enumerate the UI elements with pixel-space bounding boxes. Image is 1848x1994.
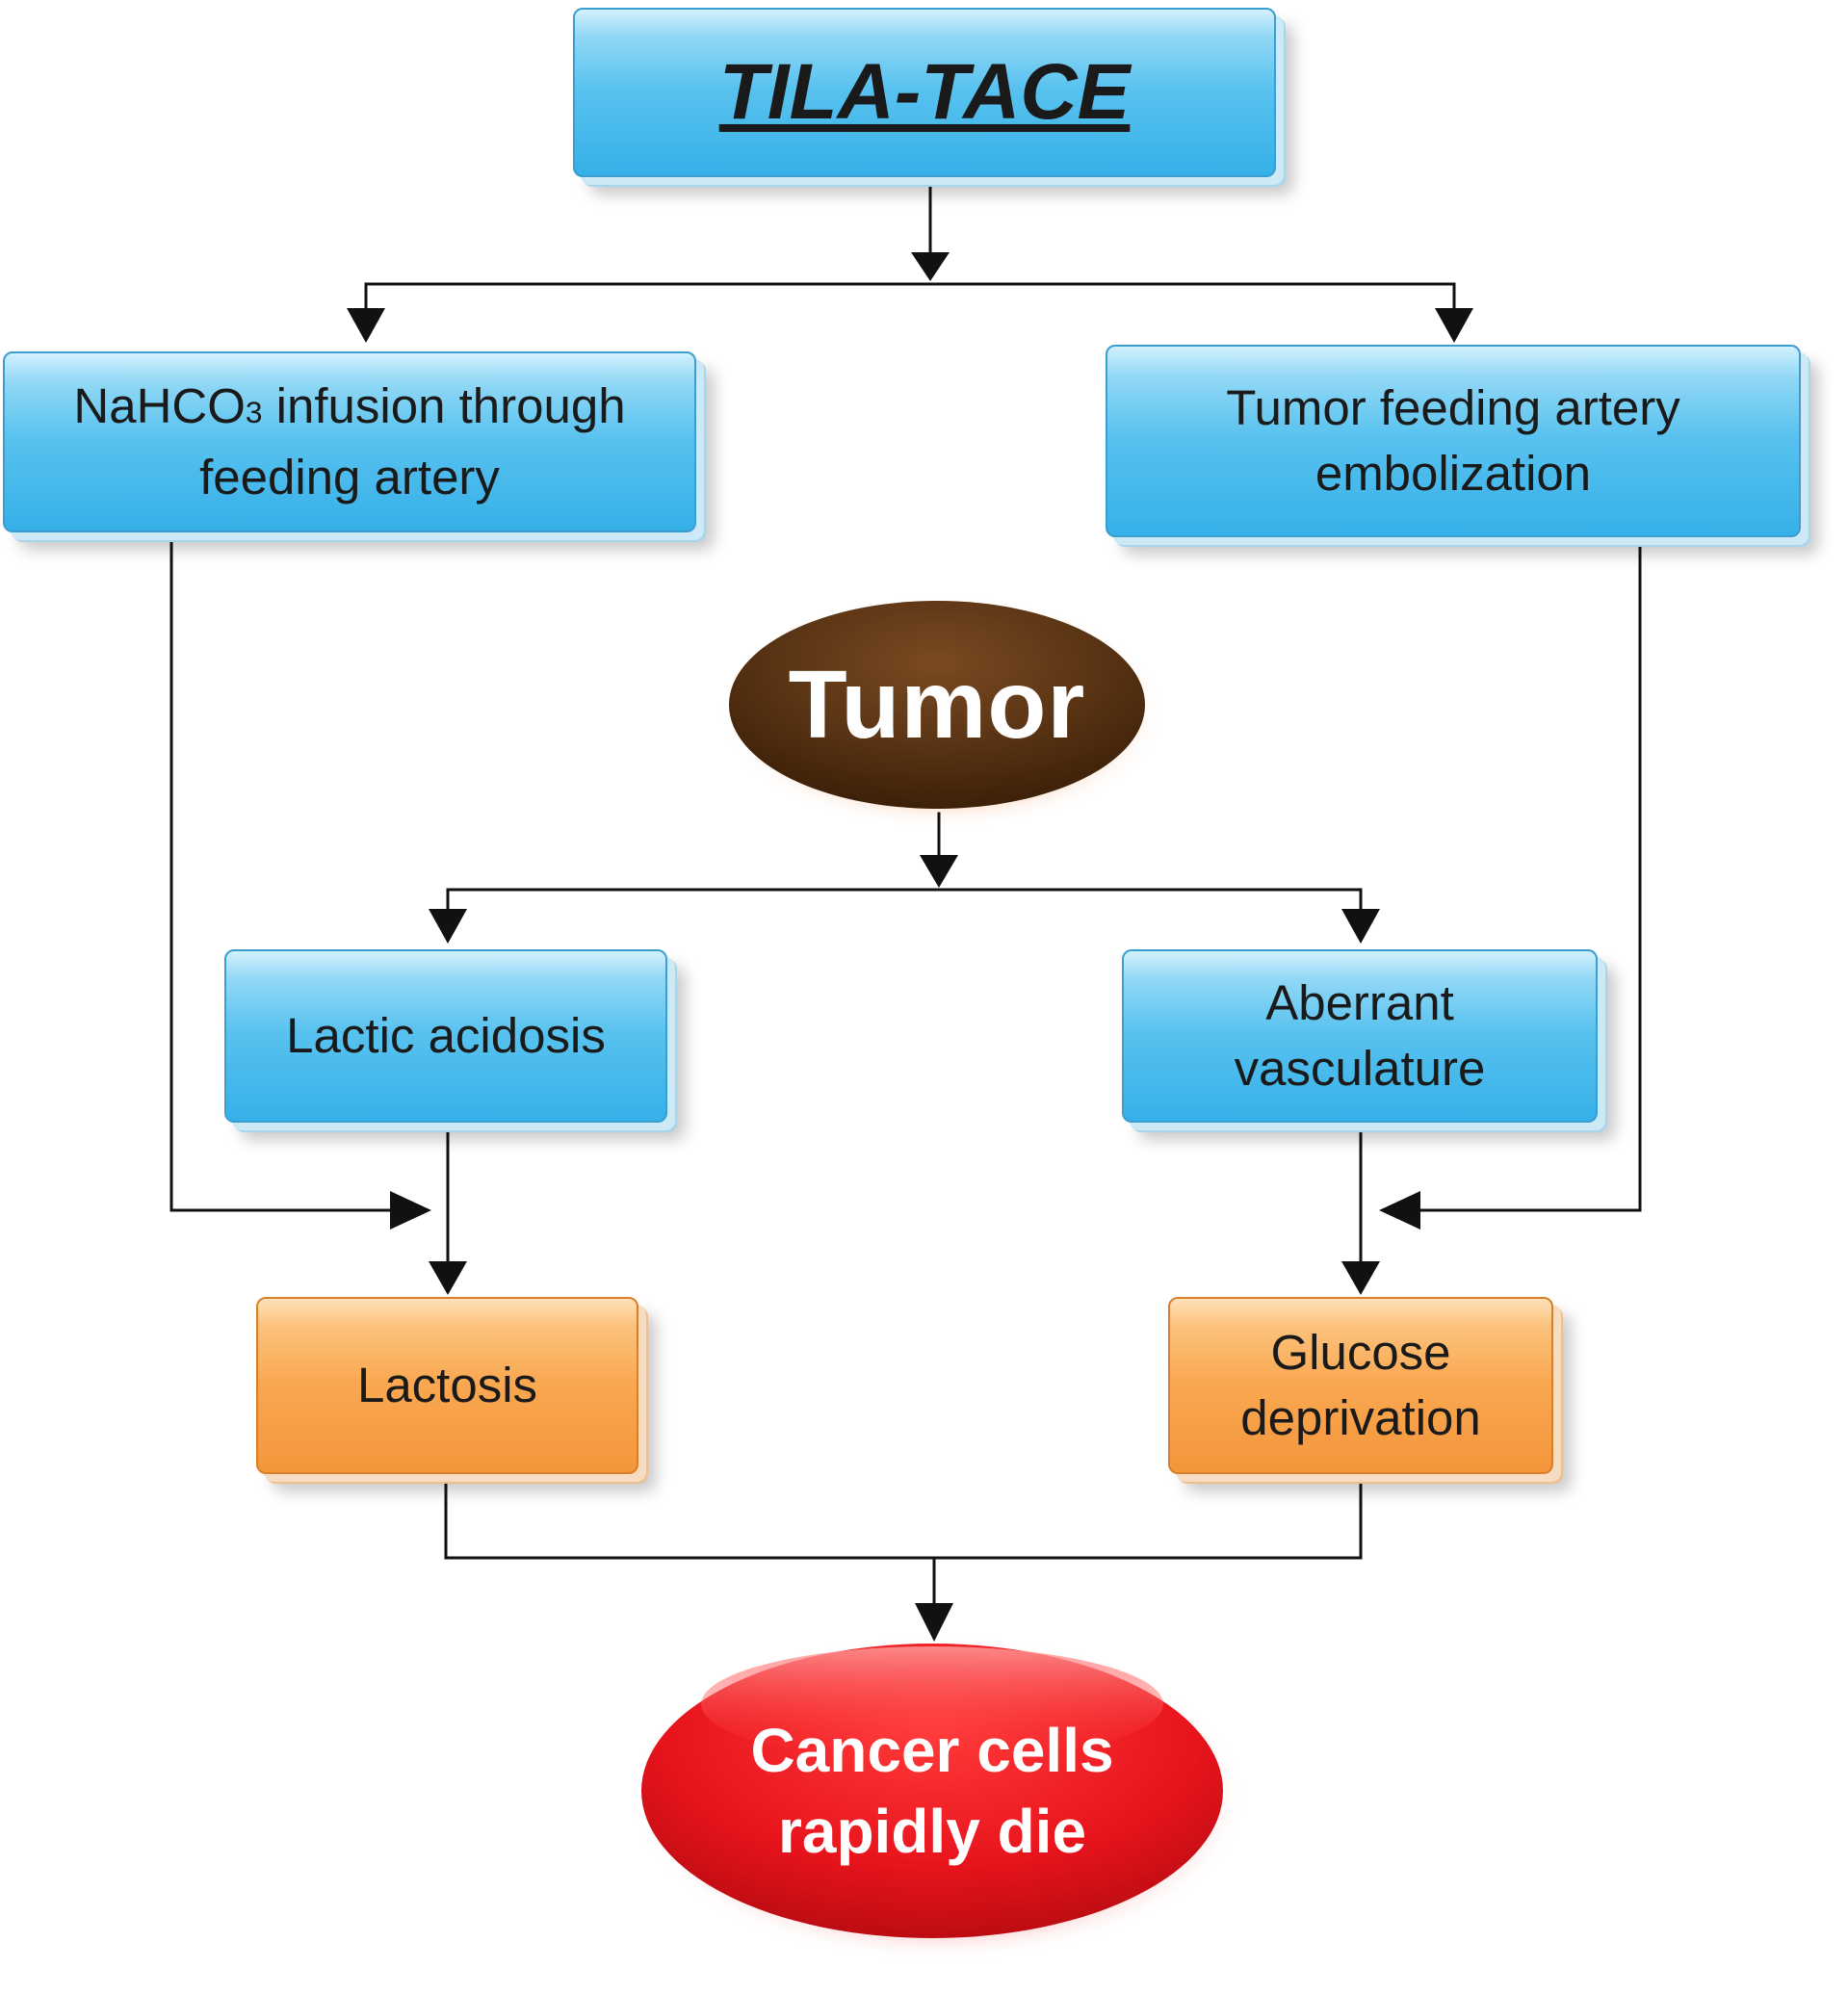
- arrowhead-result: [915, 1603, 953, 1642]
- right-condition-line2: vasculature: [1234, 1041, 1486, 1096]
- result-highlight: [701, 1646, 1163, 1762]
- result-line1: Cancer cells: [750, 1716, 1114, 1785]
- left-outcome-box: Lactosis: [256, 1297, 638, 1474]
- arrowhead-title: [911, 252, 950, 281]
- right-condition-box: Aberrant vasculature: [1122, 949, 1598, 1123]
- left-condition-label: Lactic acidosis: [286, 1008, 606, 1063]
- arrowhead-left-condition: [429, 909, 467, 944]
- arrowhead-right-condition: [1341, 909, 1380, 944]
- result-line2: rapidly die: [777, 1797, 1087, 1866]
- tumor-node: Tumor: [729, 601, 1145, 809]
- right-condition-line1: Aberrant: [1265, 975, 1454, 1030]
- arrowhead-right-treatment: [1435, 308, 1473, 343]
- arrowhead-tumor: [920, 855, 958, 888]
- left-treatment-line2: feeding artery: [199, 450, 500, 505]
- tumor-ellipse: [729, 601, 1145, 809]
- right-outcome-line1: Glucose: [1270, 1325, 1451, 1380]
- left-condition-box: Lactic acidosis: [224, 949, 667, 1123]
- right-outcome-box: Glucose deprivation: [1168, 1297, 1553, 1474]
- result-node: Cancer cells rapidly die: [641, 1644, 1223, 1938]
- arrowhead-left-outcome: [429, 1261, 467, 1295]
- arrowhead-right-side: [1379, 1191, 1420, 1230]
- right-treatment-box: Tumor feeding artery embolization: [1106, 345, 1801, 537]
- title-box: TILA-TACE: [573, 8, 1276, 177]
- tumor-label: Tumor: [788, 650, 1086, 759]
- arrowhead-left-side: [390, 1191, 431, 1230]
- left-treatment-line1: NaHCO3 infusion through: [73, 378, 626, 433]
- left-outcome-label: Lactosis: [356, 1358, 538, 1412]
- right-treatment-line2: embolization: [1314, 446, 1592, 501]
- arrowhead-left-treatment: [347, 308, 385, 343]
- title-label: TILA-TACE: [718, 48, 1131, 136]
- right-outcome-line2: deprivation: [1240, 1390, 1481, 1445]
- right-treatment-line1: Tumor feeding artery: [1226, 380, 1680, 435]
- arrowhead-right-outcome: [1341, 1261, 1380, 1295]
- left-treatment-box: NaHCO3 infusion through feeding artery: [3, 351, 696, 532]
